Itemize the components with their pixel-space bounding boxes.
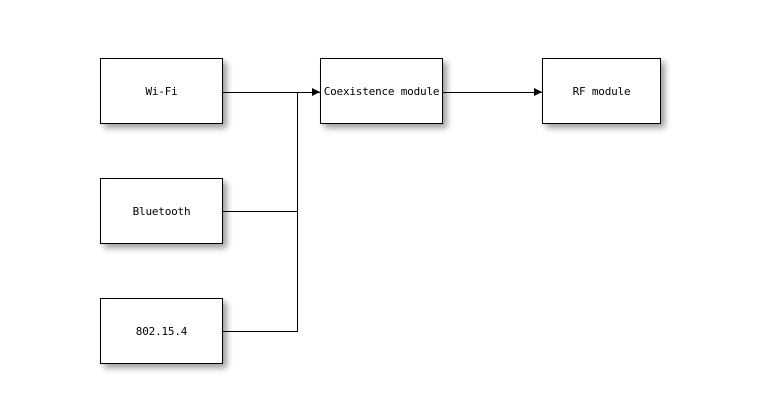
wire-bus-to-coexistence — [297, 92, 321, 93]
node-wifi-label: Wi-Fi — [145, 84, 178, 98]
wire-ieee802154-to-bus — [223, 331, 298, 332]
arrowhead-into-rf-module — [534, 87, 542, 96]
wire-wifi-to-bus — [223, 92, 298, 93]
node-rf-module-label: RF module — [572, 84, 631, 98]
node-bluetooth[interactable]: Bluetooth — [100, 178, 223, 244]
arrowhead-into-coexistence-module — [312, 87, 320, 96]
node-coexistence-module[interactable]: Coexistence module — [320, 58, 443, 124]
node-rf-module[interactable]: RF module — [542, 58, 661, 124]
node-bluetooth-label: Bluetooth — [132, 204, 191, 218]
node-coexistence-module-label: Coexistence module — [323, 84, 440, 98]
wire-vertical-bus — [297, 92, 298, 332]
node-wifi[interactable]: Wi-Fi — [100, 58, 223, 124]
wire-coexistence-to-rf — [443, 92, 543, 93]
wire-bluetooth-to-bus — [223, 211, 298, 212]
node-ieee802154[interactable]: 802.15.4 — [100, 298, 223, 364]
node-ieee802154-label: 802.15.4 — [135, 324, 188, 338]
